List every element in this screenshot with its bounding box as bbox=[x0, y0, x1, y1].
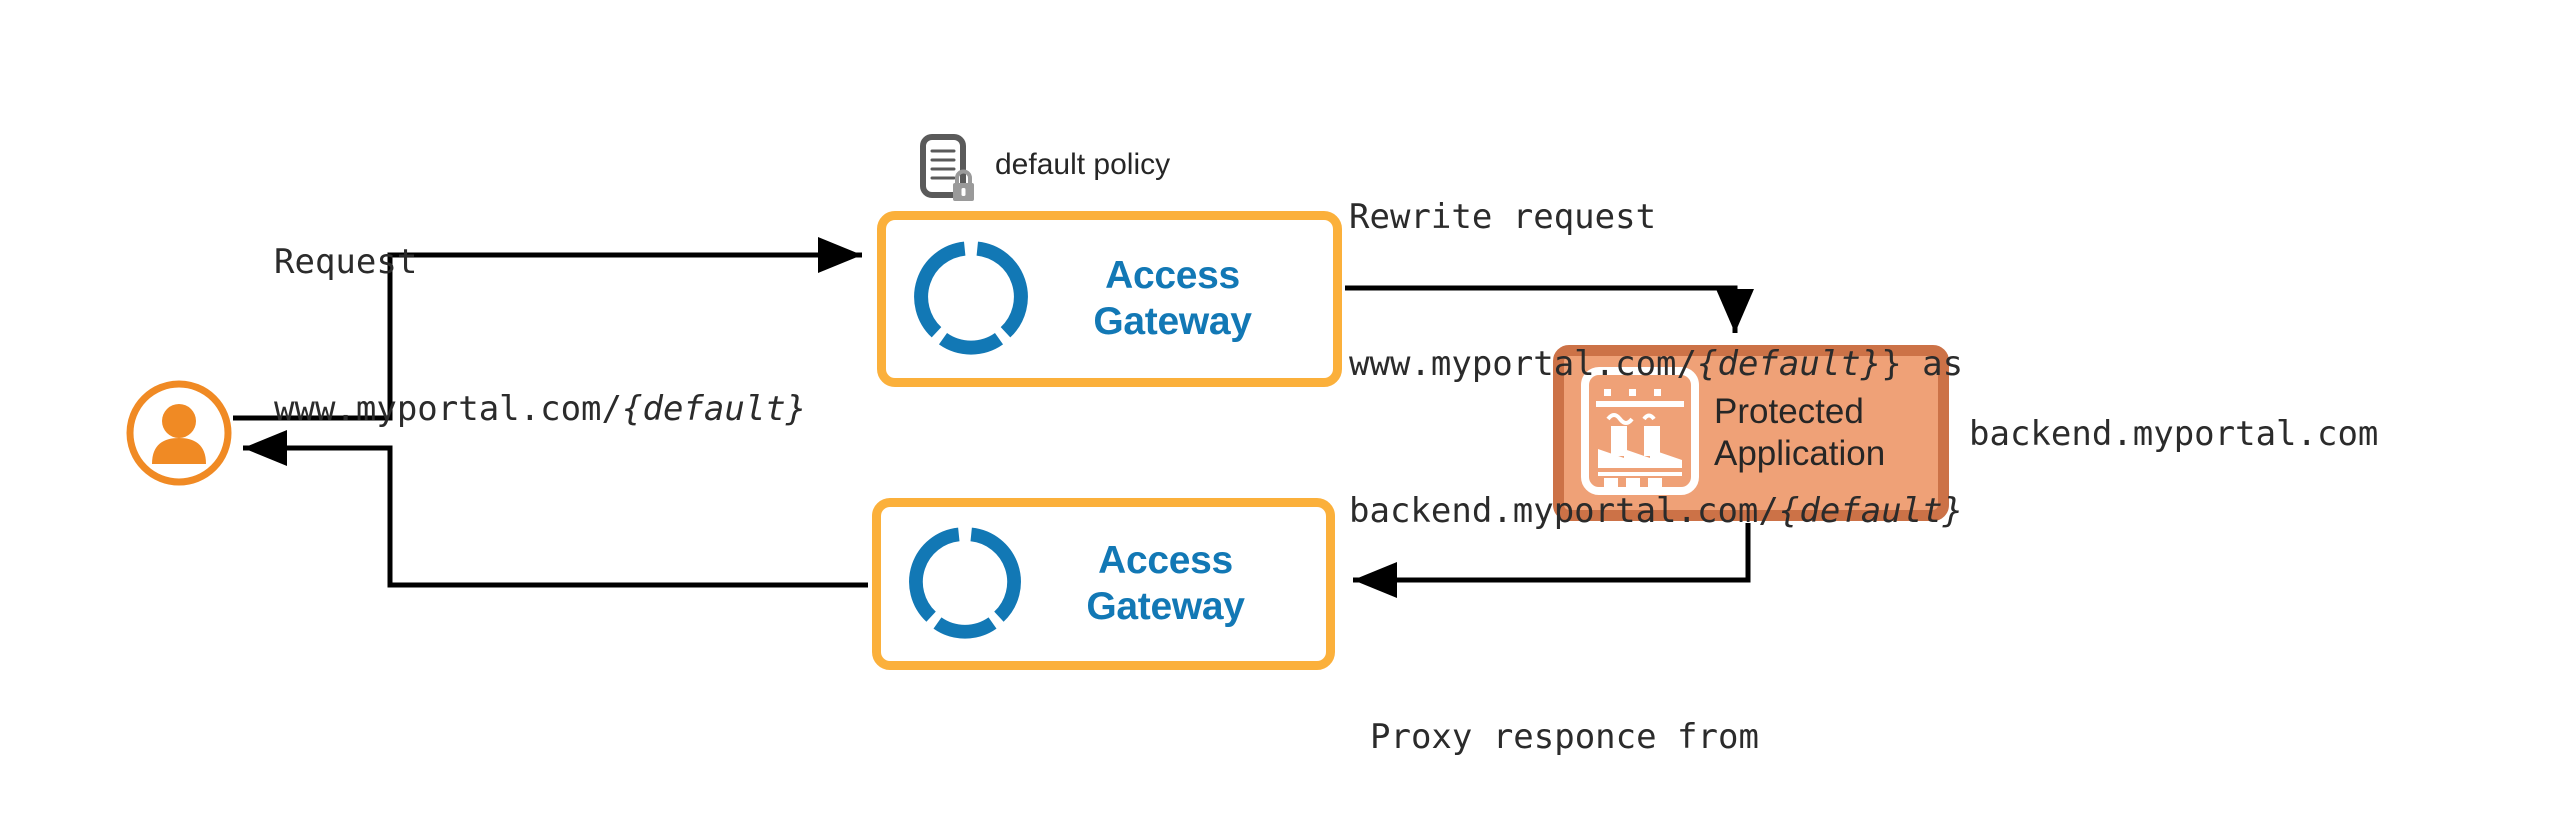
request-note: Request www.myportal.com/{default} bbox=[274, 140, 806, 532]
access-gateway-bottom-label: Access Gateway bbox=[1023, 538, 1326, 630]
rewrite-note-line1: Rewrite request bbox=[1349, 197, 1657, 237]
rewrite-note-line2-suffix: } as bbox=[1881, 344, 1964, 384]
proxy-note-line1: Proxy responce from bbox=[1370, 717, 1759, 757]
factory-window-icon bbox=[1578, 364, 1702, 503]
rewrite-note-line2: www.myportal.com/{default}} as bbox=[1349, 340, 1963, 389]
segmented-ring-icon bbox=[912, 238, 1030, 361]
user-avatar bbox=[124, 378, 234, 488]
rewrite-note: Rewrite request www.myportal.com/{defaul… bbox=[1349, 95, 1963, 634]
protected-application-line1: Protected bbox=[1714, 392, 1864, 431]
rewrite-note-line3-var: {default} bbox=[1778, 491, 1964, 531]
access-gateway-top-line2: Gateway bbox=[1093, 300, 1252, 343]
rewrite-note-line3: backend.myportal.com/{default} bbox=[1349, 487, 1963, 536]
proxy-note: Proxy responce from backend.myportal.com… bbox=[1370, 615, 2046, 831]
access-gateway-top[interactable]: Access Gateway bbox=[877, 211, 1342, 387]
segmented-ring-icon bbox=[907, 524, 1023, 645]
protected-application-line2: Application bbox=[1714, 434, 1886, 473]
access-gateway-bottom-line1: Access bbox=[1098, 539, 1233, 582]
request-note-var: {default} bbox=[622, 389, 807, 429]
protected-application-label: Protected Application bbox=[1702, 391, 1938, 475]
backend-host-label: backend.myportal.com bbox=[1969, 414, 2379, 454]
rewrite-note-line3-url: backend.myportal.com/ bbox=[1349, 491, 1779, 531]
request-note-line2: www.myportal.com/{default} bbox=[274, 385, 806, 434]
default-policy-label: default policy bbox=[995, 148, 1171, 181]
access-gateway-bottom[interactable]: Access Gateway bbox=[872, 498, 1335, 670]
request-note-url: www.myportal.com/ bbox=[274, 389, 622, 429]
access-gateway-top-line1: Access bbox=[1105, 254, 1240, 297]
rewrite-note-line2-var: {default} bbox=[1697, 344, 1882, 384]
access-gateway-bottom-line2: Gateway bbox=[1086, 585, 1245, 628]
user-avatar-icon bbox=[126, 380, 232, 486]
rewrite-note-line2-url: www.myportal.com/ bbox=[1349, 344, 1697, 384]
protected-application[interactable]: Protected Application bbox=[1553, 345, 1949, 521]
document-lock-icon bbox=[920, 134, 974, 201]
access-gateway-top-label: Access Gateway bbox=[1030, 253, 1333, 345]
default-policy-icon-wrap bbox=[920, 134, 976, 204]
request-note-line1: Request bbox=[274, 242, 418, 282]
